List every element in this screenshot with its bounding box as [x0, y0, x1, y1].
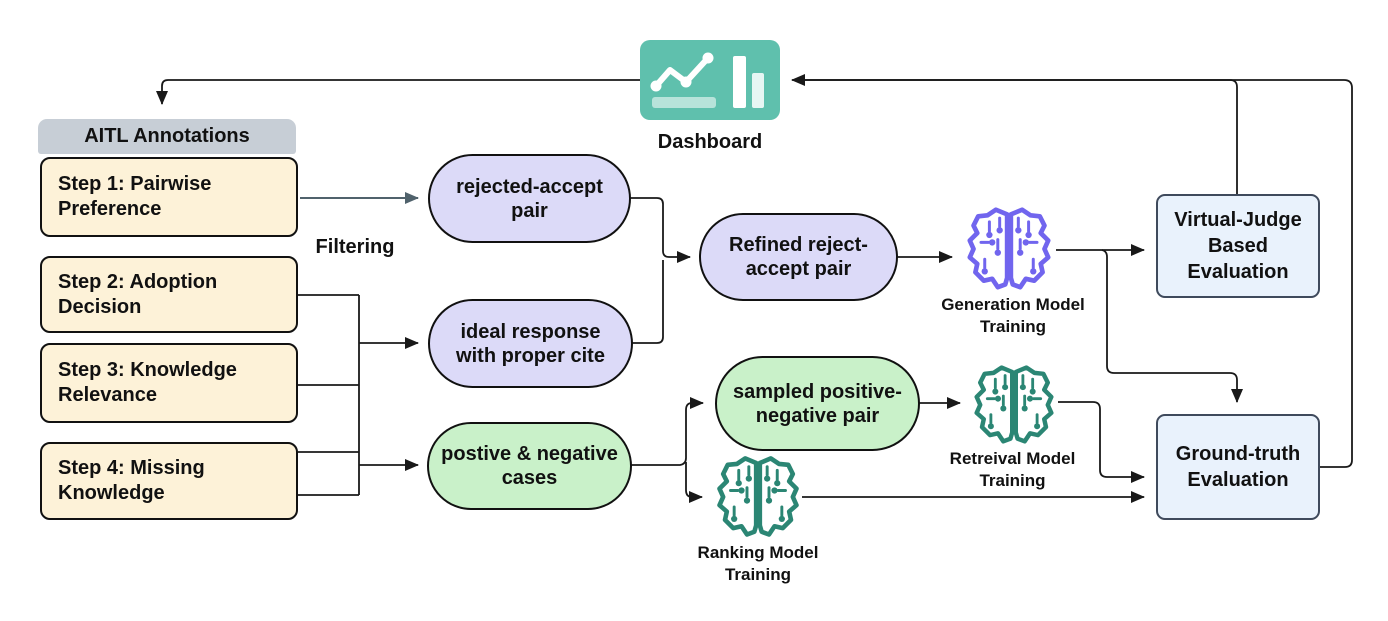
refined-pair-pill: Refined reject-accept pair — [699, 213, 898, 301]
generation-brain-icon — [964, 206, 1054, 295]
step4-box: Step 4: Missing Knowledge — [40, 442, 298, 520]
aitl-annotations-header: AITL Annotations — [38, 119, 296, 154]
step1-box: Step 1: Pairwise Preference — [40, 157, 298, 237]
ideal-response-pill: ideal response with proper cite — [428, 299, 633, 388]
connector-generation-to-gt — [1101, 249, 1243, 403]
ranking-brain-icon — [714, 454, 802, 543]
connector-ideal-to-refined — [632, 260, 664, 344]
connector-retrieval-to-gt — [1058, 401, 1145, 483]
virtual-judge-evaluation-box: Virtual-Judge Based Evaluation — [1156, 194, 1320, 298]
connector-gt-to-dashboard — [800, 79, 1353, 468]
positive-negative-cases-pill: postive & negative cases — [427, 422, 632, 510]
connector-positive-to-sampled — [631, 397, 704, 466]
step3-box: Step 3: Knowledge Relevance — [40, 343, 298, 423]
step2-box: Step 2: Adoption Decision — [40, 256, 298, 333]
filtering-label: Filtering — [315, 236, 395, 258]
connector-dashboard-to-aitl — [156, 79, 641, 105]
sampled-pair-pill: sampled positive-negative pair — [715, 356, 920, 451]
connector-positive-to-ranking — [685, 462, 703, 503]
retrieval-training-label: Retreival Model Training — [949, 449, 1076, 491]
generation-training-label: Generation Model Training — [941, 295, 1085, 337]
retrieval-brain-icon — [970, 364, 1058, 449]
dashboard-chart-icon — [640, 40, 780, 125]
ground-truth-evaluation-box: Ground-truth Evaluation — [1156, 414, 1320, 520]
connector-vj-to-dashboard — [791, 74, 1238, 194]
dashboard-label: Dashboard — [657, 131, 763, 153]
rejected-accept-pair-pill: rejected-accept pair — [428, 154, 631, 243]
connector-rejected-to-refined — [630, 197, 691, 263]
ranking-training-label: Ranking Model Training — [697, 543, 819, 585]
